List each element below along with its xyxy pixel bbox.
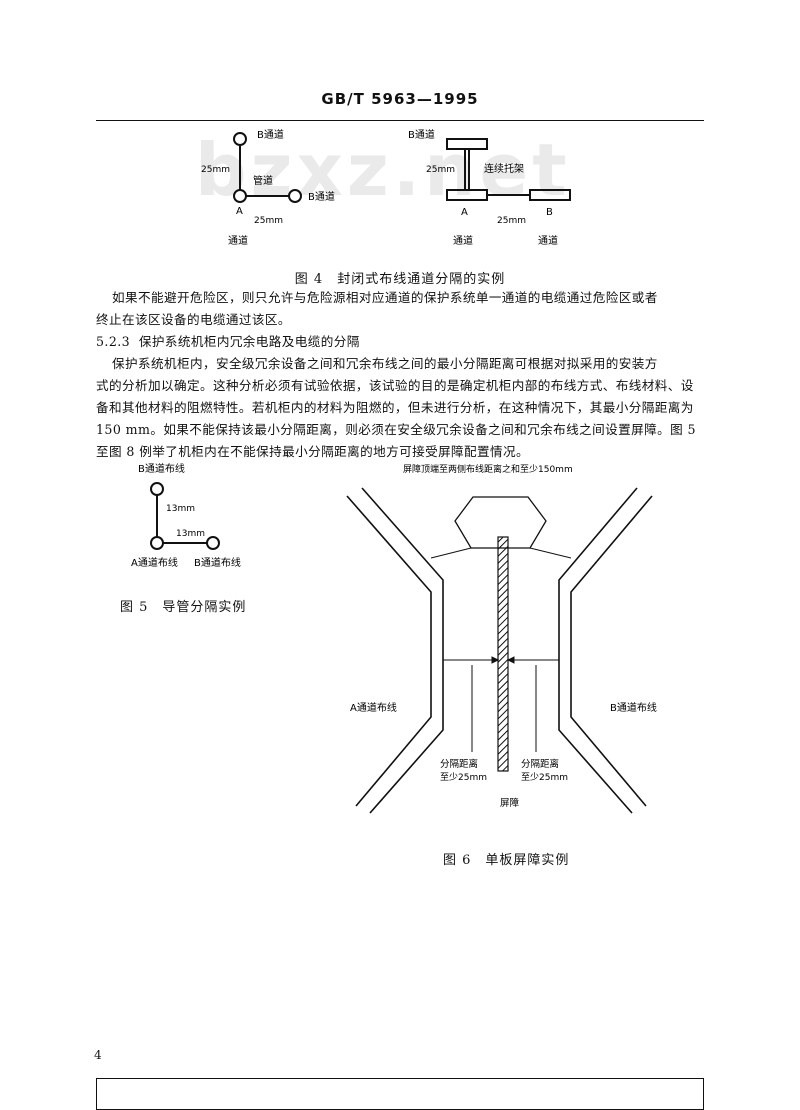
- para2-line5: 至图 8 例举了机柜内在不能保持最小分隔距离的地方可接受屏障配置情况。: [96, 444, 530, 459]
- para2-line2: 式的分析加以确定。这种分析必须有试验依据，该试验的目的是确定机柜内部的布线方式、…: [96, 378, 694, 393]
- standard-number-header: GB/T 5963—1995: [321, 90, 479, 108]
- bottom-frame: [96, 1078, 704, 1110]
- fig6-sep-right-2: 至少25mm: [521, 772, 568, 783]
- para2-line4: 150 mm。如果不能保持该最小分隔距离，则必须在安全级冗余设备之间和冗余布线之…: [96, 422, 696, 437]
- figure-4-left-diagram: [233, 132, 302, 203]
- b-tray-top: [446, 138, 488, 150]
- fig4-right-b-label: B: [546, 207, 553, 218]
- fig4-left-pipe: 管道: [253, 174, 273, 187]
- fig4-left-a-label: A: [236, 206, 243, 217]
- b-tray-right: [529, 189, 571, 201]
- fig6-b-wiring: B通道布线: [610, 701, 657, 714]
- section-number: 5.2.3: [96, 334, 131, 349]
- section-title: 保护系统机柜内冗余电路及电缆的分隔: [138, 334, 360, 349]
- para2-line3: 备和其他材料的阻燃特性。若机柜内的材料为阻燃的，但未进行分析，在这种情况下，其最…: [96, 400, 694, 415]
- fig4-right-dim-h: 25mm: [497, 216, 526, 226]
- fig5-dim-h: 13mm: [176, 529, 205, 539]
- fig6-measure-line: [443, 656, 559, 752]
- fig6-sep-left-1: 分隔距离: [440, 758, 478, 770]
- figure-4-caption: 图 4 封闭式布线通道分隔的实例: [294, 272, 506, 287]
- fig4-left-dim-v: 25mm: [201, 165, 230, 175]
- figure-4-right-diagram: [446, 138, 571, 201]
- fig5-a-wiring: A通道布线: [131, 556, 178, 569]
- watermark: bzxz.net: [195, 128, 571, 212]
- section-heading: 5.2.3 保护系统机柜内冗余电路及电缆的分隔: [96, 331, 360, 353]
- fig6-barrier-label: 屏障: [500, 797, 520, 809]
- fig4-right-channel-a: 通道: [453, 234, 473, 247]
- fig6-sep-left-2: 至少25mm: [440, 772, 487, 783]
- para2-line1: 保护系统机柜内，安全级冗余设备之间和冗余布线之间的最小分隔距离可根据对拟采用的安…: [112, 356, 658, 371]
- figure-6-caption: 图 6 单板屏障实例: [443, 853, 570, 868]
- page-number: 4: [94, 1048, 102, 1062]
- figure-5-caption: 图 5 导管分隔实例: [120, 600, 247, 615]
- fig6-a-wiring: A通道布线: [350, 701, 397, 714]
- para1-line2: 终止在该区设备的电缆通过该区。: [96, 312, 291, 327]
- fig4-left-dim-h: 25mm: [254, 216, 283, 226]
- fig5-b-wiring-right: B通道布线: [194, 556, 241, 569]
- fig6-sep-right-1: 分隔距离: [521, 758, 559, 770]
- fig6-barrier: [497, 536, 509, 772]
- fig4-right-bridge: 连续托架: [484, 162, 524, 175]
- fig4-left-channel: 通道: [228, 234, 248, 247]
- fig6-b-wiring-channel: [558, 487, 653, 814]
- fig5-b-wiring: B通道布线: [138, 462, 185, 475]
- b-conduit-right-circle: [288, 189, 302, 203]
- fig5-dim-v: 13mm: [166, 504, 195, 514]
- header-rule: [96, 120, 704, 121]
- fig5-b-conduit-right: [206, 536, 220, 550]
- fig4-left-b-channel-right: B通道: [308, 190, 335, 203]
- fig6-top-note: 屏障顶端至两侧布线距离之和至少150mm: [403, 463, 573, 475]
- fig4-right-channel-b: 通道: [538, 234, 558, 247]
- fig6-a-wiring-channel: [346, 487, 444, 814]
- para1-line1: 如果不能避开危险区，则只允许与危险源相对应通道的保护系统单一通道的电缆通过危险区…: [112, 290, 658, 305]
- fig4-right-dim: 25mm: [426, 165, 455, 175]
- fig4-right-a-label: A: [461, 207, 468, 218]
- fig4-right-b-channel: B通道: [408, 128, 435, 141]
- fig4-left-b-channel: B通道: [257, 128, 284, 141]
